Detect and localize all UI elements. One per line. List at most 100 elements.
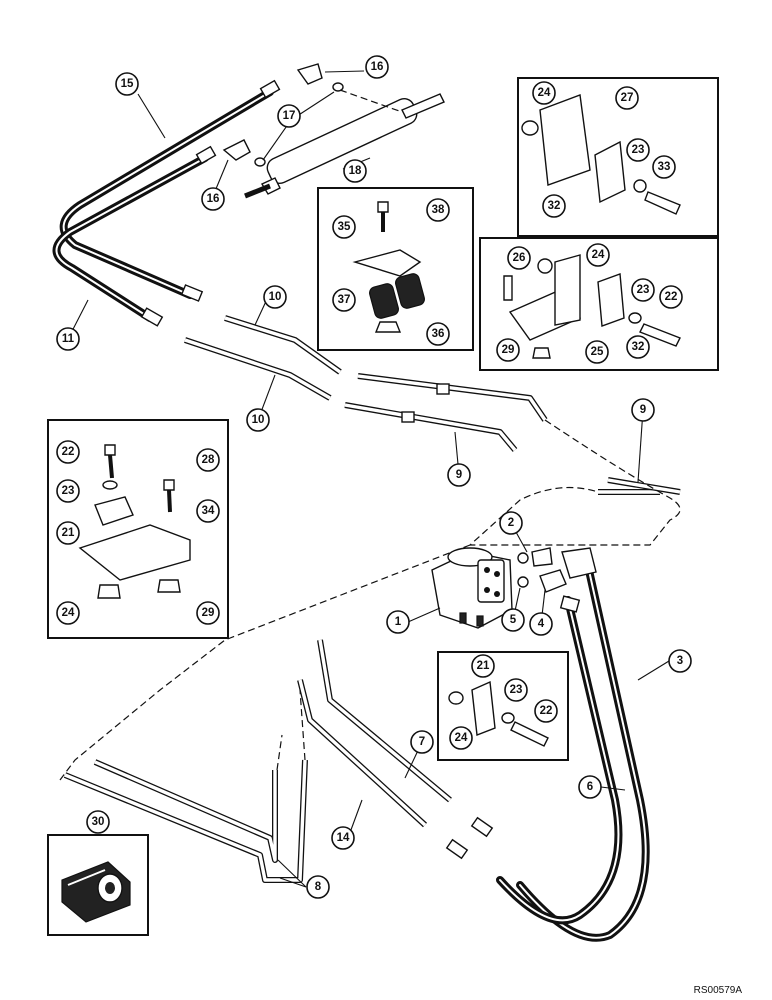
bracket-25-parts	[503, 254, 681, 359]
callout-26: 26	[507, 246, 531, 270]
svg-text:23: 23	[637, 284, 650, 296]
callout-22-b: 22	[659, 285, 683, 309]
svg-text:10: 10	[252, 414, 265, 426]
svg-text:33: 33	[658, 161, 671, 173]
hose-fittings-top	[140, 79, 281, 327]
callout-35: 35	[332, 215, 356, 239]
callout-34: 34	[196, 499, 220, 523]
svg-text:23: 23	[510, 684, 523, 696]
reference-code: RS00579A	[694, 985, 743, 996]
svg-text:4: 4	[538, 618, 545, 630]
svg-text:36: 36	[432, 328, 445, 340]
svg-text:15: 15	[121, 78, 134, 90]
callout-32-b: 32	[626, 335, 650, 359]
svg-text:29: 29	[202, 607, 215, 619]
callout-22-c: 22	[534, 699, 558, 723]
callout-9-a: 9	[631, 398, 655, 422]
callout-6: 6	[578, 775, 602, 799]
callout-22-a: 22	[56, 440, 80, 464]
svg-text:27: 27	[621, 92, 634, 104]
bracket-34-parts	[78, 444, 191, 599]
callout-32-a: 32	[542, 194, 566, 218]
svg-text:22: 22	[665, 291, 678, 303]
svg-text:14: 14	[337, 832, 350, 844]
svg-text:29: 29	[502, 344, 515, 356]
callout-14: 14	[331, 826, 355, 850]
callout-21-b: 21	[471, 654, 495, 678]
steering-control-unit	[431, 547, 513, 629]
o-rings-17	[254, 82, 344, 167]
tube-14	[297, 679, 428, 828]
tubes-10	[184, 315, 342, 401]
svg-text:22: 22	[540, 705, 553, 717]
callout-7: 7	[410, 730, 434, 754]
callout-10-a: 10	[263, 285, 287, 309]
clamp-21-parts	[448, 680, 549, 747]
tubes-9	[344, 373, 681, 495]
svg-text:22: 22	[62, 446, 75, 458]
callout-3: 3	[668, 649, 692, 673]
svg-text:10: 10	[269, 291, 282, 303]
routing-dashed-upper	[468, 419, 681, 546]
callout-16-b: 16	[201, 187, 225, 211]
svg-text:16: 16	[371, 61, 384, 73]
callout-23-b: 23	[626, 138, 650, 162]
svg-text:11: 11	[62, 333, 75, 345]
callout-23-c: 23	[631, 278, 655, 302]
svg-text:3: 3	[677, 655, 683, 667]
callout-2: 2	[499, 511, 523, 535]
callout-10-b: 10	[246, 408, 270, 432]
svg-text:38: 38	[432, 204, 445, 216]
svg-text:21: 21	[62, 527, 75, 539]
hose-11	[52, 154, 209, 322]
svg-text:23: 23	[632, 144, 645, 156]
svg-text:28: 28	[202, 454, 215, 466]
hose-15	[59, 88, 274, 299]
tube-nuts	[401, 383, 450, 423]
callout-30: 30	[86, 810, 110, 834]
svg-text:6: 6	[587, 781, 593, 793]
svg-text:26: 26	[513, 252, 526, 264]
callout-17: 17	[277, 104, 301, 128]
callout-29-a: 29	[496, 338, 520, 362]
svg-text:24: 24	[455, 732, 468, 744]
svg-text:16: 16	[207, 193, 220, 205]
callout-21-a: 21	[56, 521, 80, 545]
bracket-27-parts	[521, 94, 681, 215]
svg-text:7: 7	[419, 736, 425, 748]
callout-1: 1	[386, 610, 410, 634]
svg-text:9: 9	[456, 469, 462, 481]
svg-text:24: 24	[592, 249, 605, 261]
svg-text:17: 17	[283, 110, 296, 122]
callout-29-b: 29	[196, 601, 220, 625]
svg-text:32: 32	[632, 341, 645, 353]
hose-6	[496, 596, 623, 925]
svg-text:25: 25	[591, 346, 604, 358]
svg-text:8: 8	[315, 881, 322, 893]
callout-25: 25	[585, 340, 609, 364]
callout-24-d: 24	[449, 726, 473, 750]
routing-dashed-lower	[59, 544, 471, 781]
callout-38: 38	[426, 198, 450, 222]
elbow-fittings-16	[222, 63, 323, 161]
bushing-30	[61, 861, 131, 923]
callout-28: 28	[196, 448, 220, 472]
svg-text:23: 23	[62, 485, 75, 497]
svg-text:21: 21	[477, 660, 490, 672]
svg-text:35: 35	[338, 221, 351, 233]
tube-7	[317, 639, 452, 803]
callout-23-a: 23	[56, 479, 80, 503]
tubes-8	[63, 759, 308, 883]
hose-3-6-fittings	[445, 547, 597, 860]
callout-24-c: 24	[586, 243, 610, 267]
adapter-fittings	[517, 547, 567, 593]
svg-text:9: 9	[640, 404, 646, 416]
svg-text:24: 24	[538, 87, 551, 99]
callout-9-b: 9	[447, 463, 471, 487]
svg-text:24: 24	[62, 607, 75, 619]
callout-16-a: 16	[365, 55, 389, 79]
svg-text:32: 32	[548, 200, 561, 212]
callout-33: 33	[652, 155, 676, 179]
svg-text:5: 5	[510, 614, 517, 626]
